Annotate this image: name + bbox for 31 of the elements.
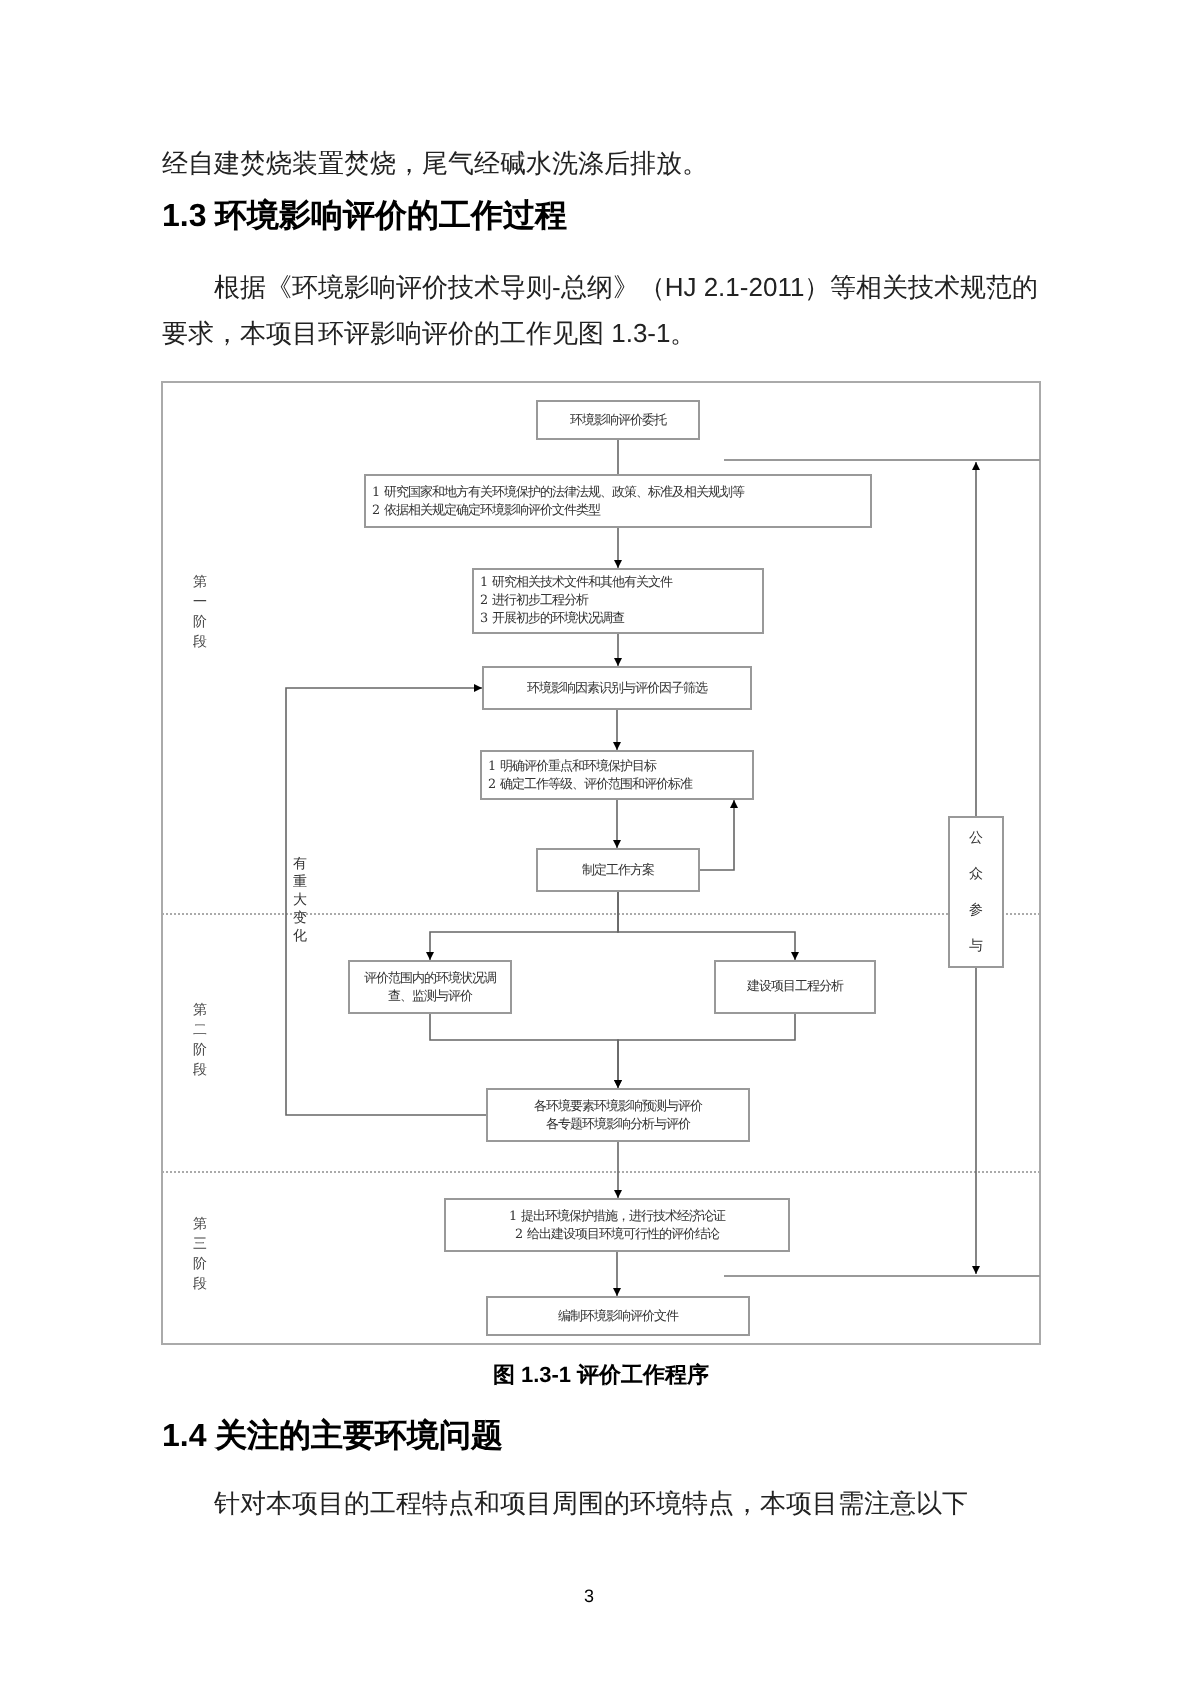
process-box	[472, 568, 764, 634]
arrow	[972, 967, 980, 1275]
process-box	[348, 960, 512, 1014]
figure-caption: 图 1.3-1 评价工作程序	[490, 1361, 712, 1390]
process-box	[536, 400, 700, 440]
body-text: 针对本项目的工程特点和项目周围的环境特点，本项目需注意以下	[212, 1486, 970, 1522]
arrow	[614, 1141, 622, 1199]
process-box	[364, 474, 872, 528]
body-text: 根据《环境影响评价技术导则-总纲》（HJ 2.1-2011）等相关技术规范的要求，本项目环评影响评价的工作见图 1.3-1。	[162, 270, 1041, 352]
page-number: 3	[584, 1586, 597, 1606]
side-box	[948, 816, 1004, 968]
section-heading: 1.4 关注的主要环境问题	[162, 1416, 506, 1458]
process-box	[536, 848, 700, 892]
body-text: 经自建焚烧装置焚烧，尾气经碱水洗涤后排放。	[162, 146, 710, 182]
process-box	[486, 1088, 750, 1142]
process-box	[444, 1198, 790, 1252]
arrow	[614, 1013, 796, 1089]
process-box	[486, 1296, 750, 1336]
arrow	[613, 709, 621, 751]
process-box	[714, 960, 876, 1014]
arrow	[285, 684, 487, 1116]
arrow	[699, 799, 738, 871]
process-box	[480, 750, 754, 800]
arrow	[617, 891, 799, 961]
arrow	[614, 633, 622, 667]
arrow	[972, 461, 980, 817]
section-heading: 1.3 环境影响评价的工作过程	[162, 196, 570, 238]
process-box	[482, 666, 752, 710]
arrow	[614, 527, 622, 569]
arrow	[613, 1251, 621, 1297]
arrow	[613, 799, 621, 849]
